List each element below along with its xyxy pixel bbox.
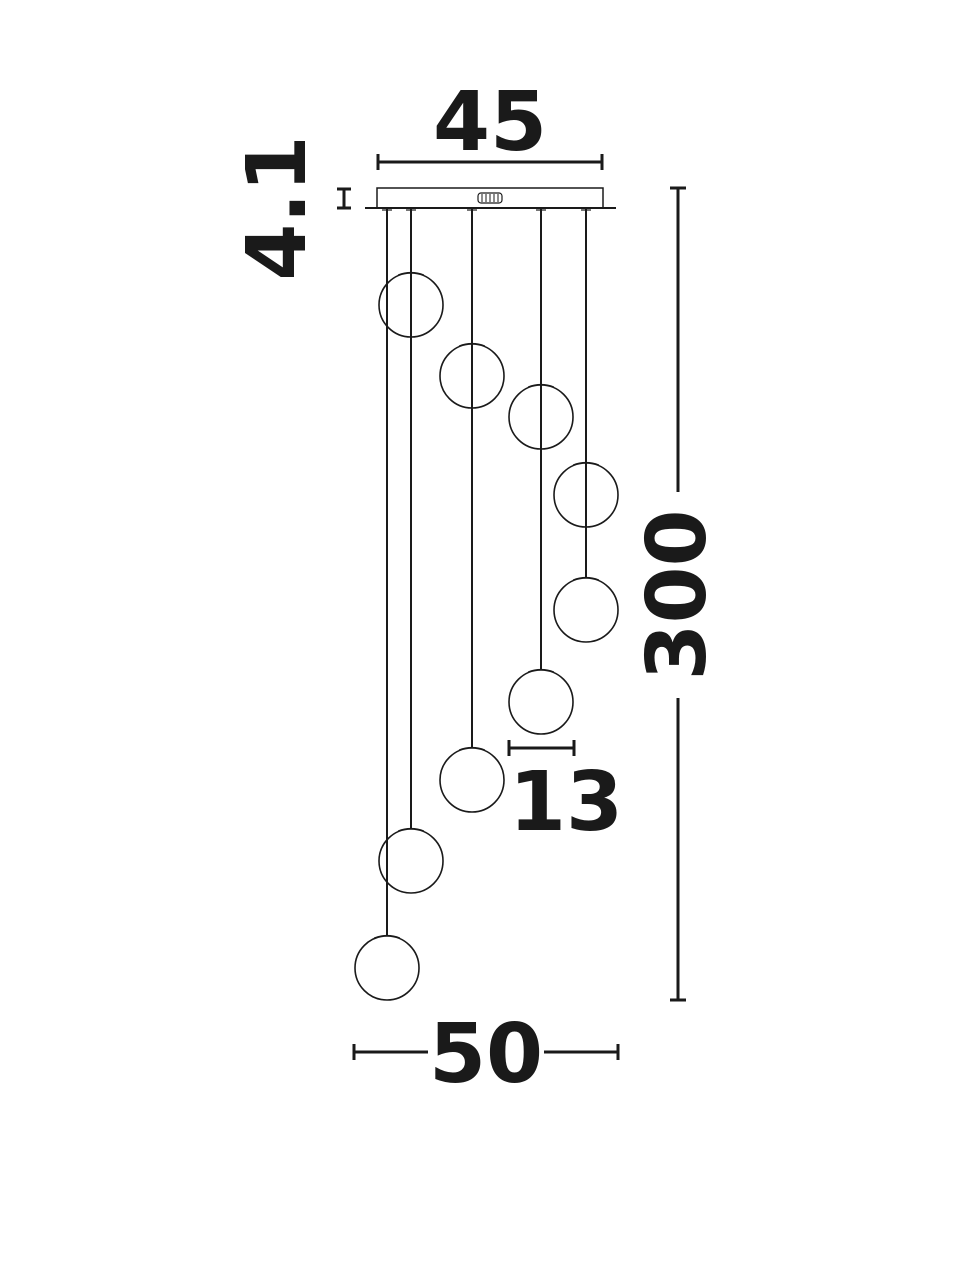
canopy-width-label: 45	[433, 75, 547, 170]
globe-3	[508, 383, 574, 450]
globe-8	[378, 827, 444, 894]
globe-7	[439, 746, 505, 813]
dimension-canopy-width: 45	[376, 75, 604, 170]
dimension-total-height: 300	[630, 186, 725, 1002]
globes	[354, 271, 619, 1001]
total-height-label: 300	[630, 509, 725, 680]
canopy-screw-icon	[477, 192, 503, 204]
dimension-canopy-height: 4.1	[230, 135, 351, 281]
globe-9	[354, 934, 420, 1001]
dimension-globe-diameter: 13	[507, 740, 623, 850]
globe-6	[508, 668, 574, 735]
overall-width-label: 50	[429, 1007, 543, 1102]
globe-1	[378, 271, 444, 338]
globe-4	[553, 461, 619, 528]
canopy	[365, 187, 616, 209]
globe-diameter-label: 13	[509, 755, 623, 850]
canopy-height-label: 4.1	[230, 135, 325, 280]
globe-2	[439, 342, 505, 409]
globe-5	[553, 576, 619, 643]
cables	[382, 208, 591, 936]
dimension-overall-width: 50	[352, 1007, 620, 1102]
